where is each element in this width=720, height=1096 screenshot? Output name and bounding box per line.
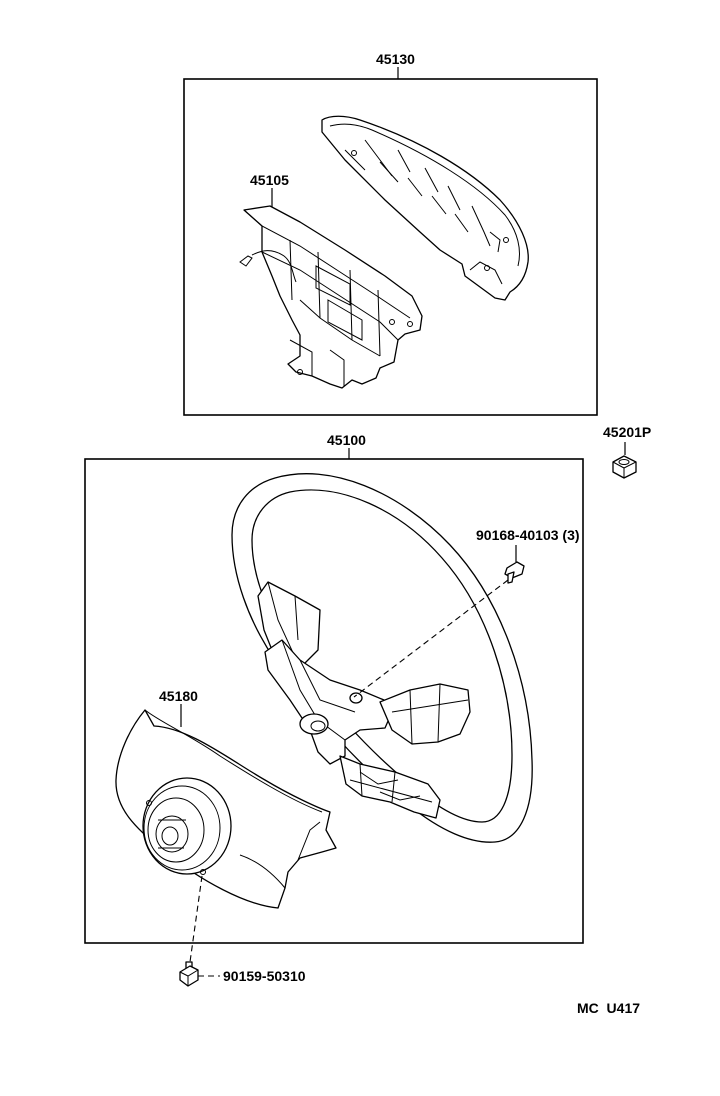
bolt-90168-line — [353, 579, 509, 698]
label-45105: 45105 — [250, 172, 289, 188]
label-90159: 90159-50310 — [223, 968, 306, 984]
steering-wheel-nut — [612, 455, 637, 479]
assembly-box-45130 — [183, 78, 598, 416]
label-45100: 45100 — [327, 432, 366, 448]
bolt-90159 — [179, 961, 199, 987]
label-45130: 45130 — [376, 51, 415, 67]
assembly-box-45100 — [84, 458, 584, 944]
airbag-pad-cover — [321, 115, 529, 301]
steering-wheel — [231, 473, 533, 843]
label-45201p: 45201P — [603, 424, 651, 440]
horn-pad — [115, 709, 337, 909]
bolt-90168 — [504, 561, 525, 584]
diagram-code: MC U417 — [577, 1000, 640, 1016]
label-45180: 45180 — [159, 688, 198, 704]
label-90168: 90168-40103 (3) — [476, 527, 580, 543]
bolt-90159-line — [189, 875, 203, 963]
airbag-inflator-bracket — [239, 205, 423, 389]
